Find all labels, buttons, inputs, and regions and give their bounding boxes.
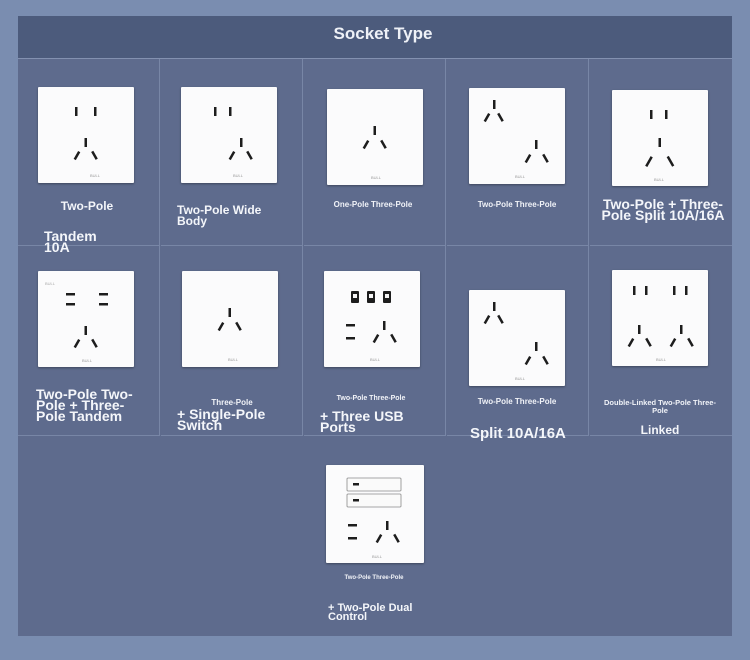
caption-split-10a-16a: Two-Pole Three-Pole bbox=[477, 397, 557, 406]
svg-text:BULL: BULL bbox=[372, 554, 383, 559]
svg-text:BULL: BULL bbox=[654, 177, 665, 182]
svg-text:BULL: BULL bbox=[45, 281, 56, 286]
cell-split-10a-16a: BULL Two-Pole Three-Pole Split 10A/16A bbox=[447, 246, 589, 442]
label-linked: Linked bbox=[640, 423, 680, 437]
label-tandem-10a: Tandem 10A bbox=[44, 228, 97, 255]
socket-image-single-pole-switch: BULL bbox=[182, 271, 278, 367]
cell-three-usb: BULL Two-Pole Three-Pole + Three USB Por… bbox=[304, 246, 446, 436]
svg-text:BULL: BULL bbox=[90, 173, 101, 178]
label-two-pole: Two-Pole bbox=[60, 199, 114, 213]
cell-single-pole-switch: BULL Three-Pole + Single-Pole Switch bbox=[161, 246, 303, 436]
caption-one-pole-three-pole: One-Pole Three-Pole bbox=[333, 200, 413, 209]
page-title: Socket Type bbox=[333, 24, 433, 43]
svg-text:BULL: BULL bbox=[371, 175, 382, 180]
socket-image-two-pole-three-pole-split: BULL bbox=[469, 88, 565, 184]
socket-type-panel: Socket Type BULL Two-Pole Tandem 10A BUL… bbox=[18, 16, 732, 636]
socket-image-one-pole-three-pole: BULL bbox=[327, 89, 423, 185]
svg-text:BULL: BULL bbox=[82, 358, 93, 363]
cell-two-pole-three-pole-split: BULL Two-Pole Three-Pole bbox=[447, 59, 589, 246]
socket-image-two-pole-wide-body: BULL bbox=[181, 87, 277, 183]
cell-tandem: BULL BULL Two-Pole Two-Pole + Three-Pole … bbox=[18, 246, 160, 436]
svg-text:BULL: BULL bbox=[233, 173, 244, 178]
caption-dual-control: Two-Pole Three-Pole bbox=[344, 575, 404, 581]
cell-linked: BULL Double-Linked Two-Pole Three-Pole L… bbox=[590, 246, 732, 436]
svg-text:BULL: BULL bbox=[515, 174, 526, 179]
caption-linked: Double-Linked Two-Pole Three-Pole bbox=[604, 398, 716, 415]
header-bar: Socket Type bbox=[18, 16, 732, 59]
caption-single-pole-switch: Three-Pole bbox=[211, 398, 253, 407]
socket-image-tandem: BULL BULL bbox=[38, 271, 134, 367]
caption-three-usb: Two-Pole Three-Pole bbox=[336, 395, 406, 402]
label-split-10a-16a: Split 10A/16A bbox=[470, 425, 566, 442]
cell-split-16a: BULL Two-Pole + Three-Pole Split 10A/16A bbox=[590, 59, 732, 246]
label-dual-control: + Two-Pole Dual Control bbox=[328, 602, 413, 623]
svg-text:BULL: BULL bbox=[515, 376, 526, 381]
socket-image-two-pole: BULL bbox=[38, 87, 134, 183]
label-split-16a: Two-Pole + Three-Pole Split 10A/16A bbox=[601, 196, 725, 223]
label-three-usb: + Three USB Ports bbox=[320, 408, 404, 435]
label-tandem: Two-Pole Two-Pole + Three-Pole Tandem bbox=[36, 386, 133, 424]
svg-text:BULL: BULL bbox=[370, 357, 381, 362]
label-two-pole-wide-body: Two-Pole Wide Body bbox=[177, 203, 262, 228]
cell-one-pole-three-pole: BULL One-Pole Three-Pole bbox=[304, 59, 446, 246]
caption-two-pole-three-pole-split: Two-Pole Three-Pole bbox=[477, 200, 557, 209]
svg-text:BULL: BULL bbox=[656, 357, 667, 362]
socket-image-three-usb: BULL bbox=[324, 271, 420, 367]
svg-text:BULL: BULL bbox=[228, 357, 239, 362]
cell-two-pole-wide-body: BULL Two-Pole Wide Body bbox=[161, 59, 303, 246]
socket-image-split-16a: BULL bbox=[612, 90, 708, 186]
label-single-pole-switch: + Single-Pole Switch bbox=[177, 406, 266, 433]
socket-image-dual-control: BULL bbox=[326, 465, 424, 563]
cell-two-pole: BULL Two-Pole Tandem 10A bbox=[18, 59, 160, 254]
socket-image-split-10a-16a: BULL bbox=[469, 290, 565, 386]
socket-image-linked: BULL bbox=[612, 270, 708, 366]
